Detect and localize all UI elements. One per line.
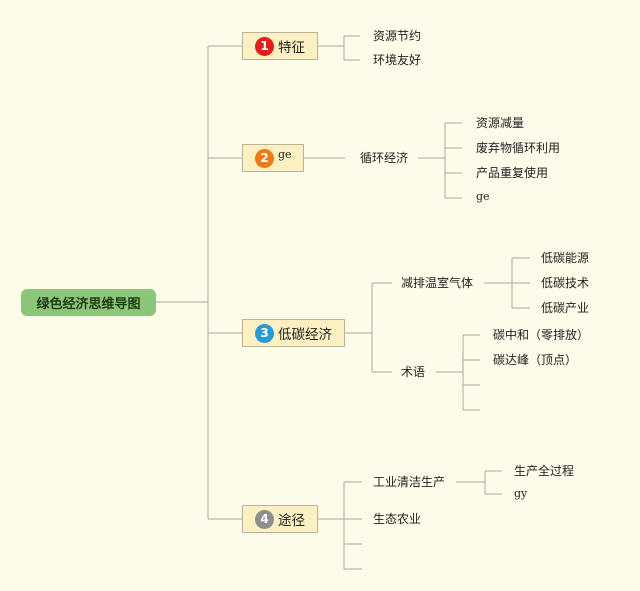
branch-approach-node[interactable]: 4 途径	[242, 505, 318, 533]
root-node[interactable]: 绿色经济思维导图	[21, 289, 156, 316]
leaf-env-friendly[interactable]: 环境友好	[373, 53, 422, 67]
leaf-gy[interactable]: gy	[514, 487, 528, 500]
branch-label: ge	[278, 147, 292, 161]
number-badge-4-icon: 4	[255, 509, 274, 529]
leaf-waste-recycle[interactable]: 废弃物循环利用	[476, 141, 561, 155]
node-terms[interactable]: 术语	[401, 365, 426, 379]
root-label: 绿色经济思维导图	[36, 297, 141, 312]
leaf-carbon-neutral[interactable]: 碳中和（零排放）	[493, 328, 590, 342]
branch-features-node[interactable]: 1 特征	[242, 32, 318, 60]
leaf-ge[interactable]: ge	[476, 190, 490, 203]
number-badge-2-icon: 2	[255, 148, 274, 168]
node-circular-economy[interactable]: 循环经济	[360, 151, 409, 165]
leaf-low-carbon-industry[interactable]: 低碳产业	[541, 301, 590, 315]
branch-label: 特征	[278, 40, 305, 56]
leaf-resource-saving[interactable]: 资源节约	[373, 29, 422, 43]
node-eco-agriculture[interactable]: 生态农业	[373, 512, 422, 526]
leaf-resource-reduce[interactable]: 资源减量	[476, 116, 525, 130]
number-badge-3-icon: 3	[255, 323, 274, 343]
node-reduce-ghg[interactable]: 减排温室气体	[401, 276, 474, 290]
leaf-low-carbon-tech[interactable]: 低碳技术	[541, 276, 590, 290]
leaf-whole-process[interactable]: 生产全过程	[514, 464, 575, 478]
branch-low-carbon-node[interactable]: 3 低碳经济	[242, 319, 345, 347]
leaf-low-carbon-energy[interactable]: 低碳能源	[541, 251, 590, 265]
node-clean-production[interactable]: 工业清洁生产	[373, 475, 446, 489]
branch-label: 低碳经济	[278, 327, 332, 343]
leaf-carbon-peak[interactable]: 碳达峰（顶点）	[493, 353, 578, 367]
number-badge-1-icon: 1	[255, 36, 274, 56]
leaf-product-reuse[interactable]: 产品重复使用	[476, 166, 549, 180]
branch-label: 途径	[278, 513, 305, 529]
branch-ge-node[interactable]: 2 ge	[242, 144, 304, 172]
